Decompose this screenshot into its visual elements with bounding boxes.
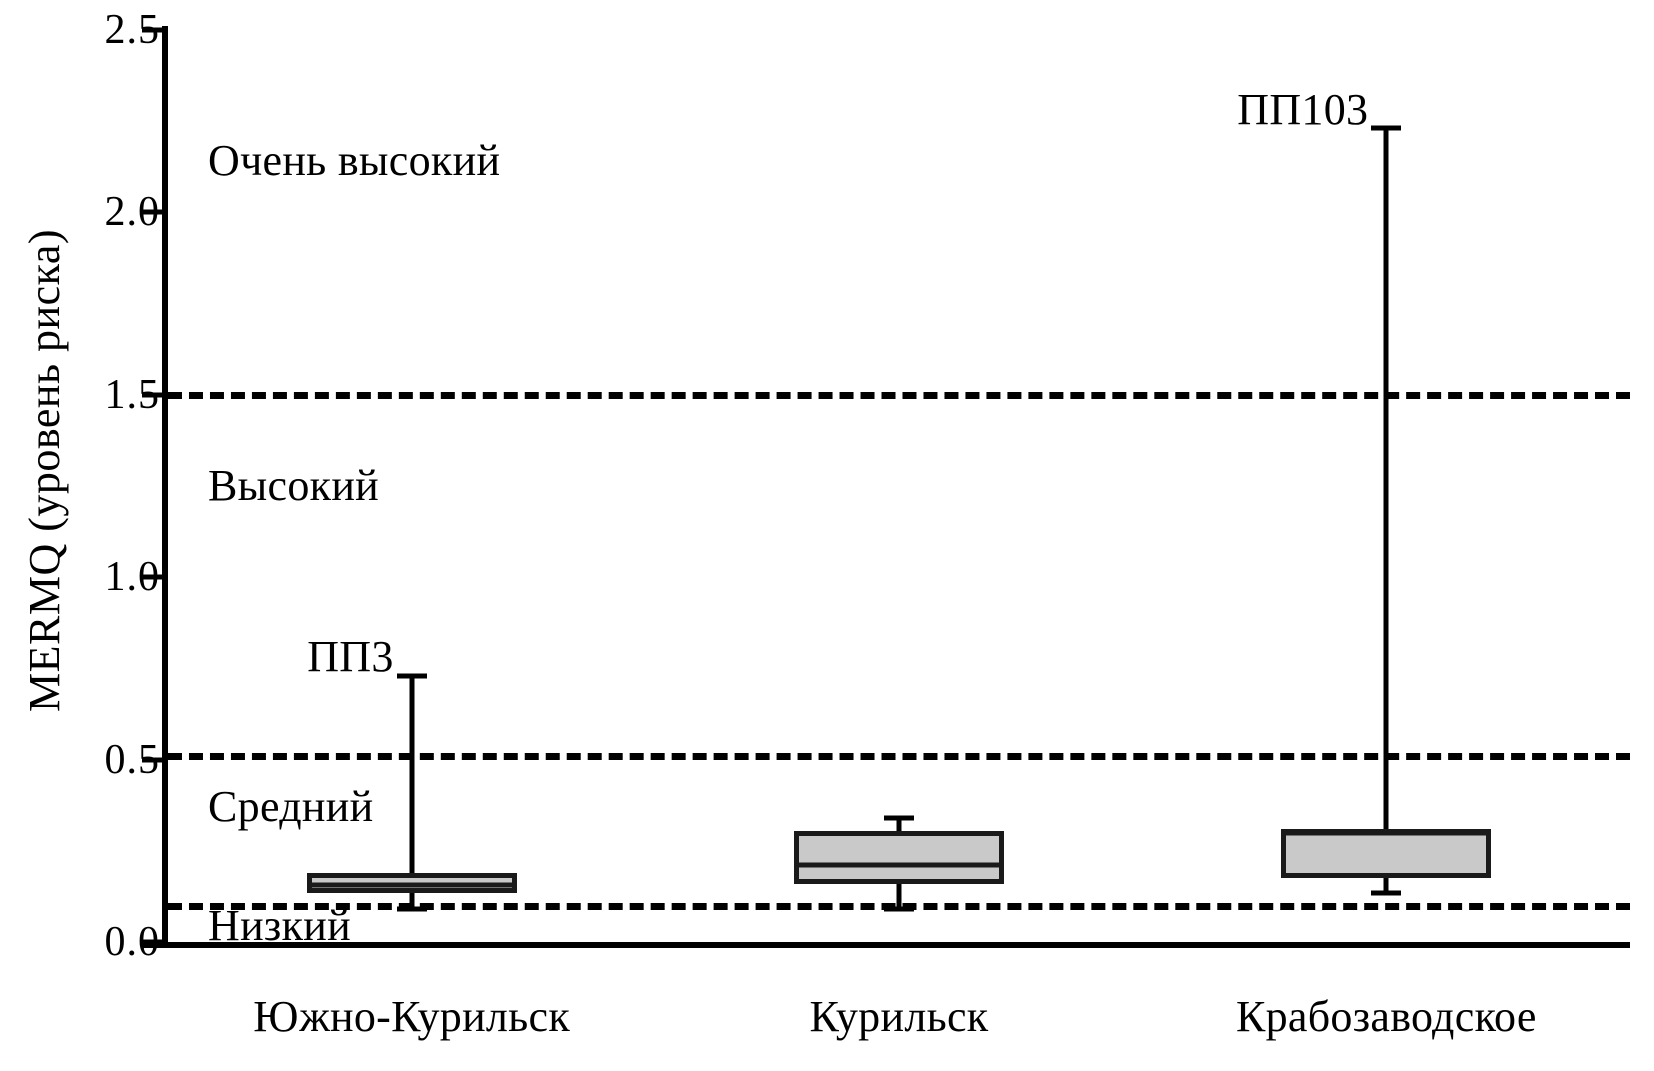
upper-whisker (1383, 128, 1389, 829)
x-category-label: Курильск (809, 992, 989, 1041)
x-category-label: Южно-Курильск (253, 992, 571, 1041)
x-category-label: Крабозаводское (1235, 992, 1537, 1041)
point-annotation: ПП103 (1237, 85, 1369, 135)
boxplot-3 (1281, 30, 1492, 942)
threshold-line (168, 752, 1630, 760)
upper-whisker-cap (884, 815, 914, 821)
box-iqr (1281, 828, 1492, 879)
risk-zone-label: Низкий (208, 900, 351, 950)
lower-whisker (896, 883, 902, 910)
median-line (794, 862, 1004, 868)
lower-whisker-cap (1371, 890, 1402, 896)
risk-zone-label: Средний (208, 782, 374, 832)
x-axis-line (142, 942, 1630, 948)
upper-whisker (409, 675, 415, 873)
box-iqr (794, 830, 1004, 884)
boxplot-1 (306, 30, 517, 942)
y-tick-mark (142, 392, 164, 398)
point-annotation: ПП3 (307, 632, 394, 682)
upper-whisker-cap (396, 673, 427, 679)
y-tick-mark (142, 574, 164, 580)
risk-zone-label: Высокий (208, 461, 380, 510)
boxplot-2 (794, 30, 1004, 942)
risk-zone-label: Очень высокий (208, 136, 501, 186)
upper-whisker (896, 817, 902, 831)
upper-whisker-cap (1371, 125, 1402, 131)
threshold-line (168, 391, 1630, 399)
y-axis-title-container: MERMQ (уровень риска) (0, 0, 90, 940)
y-axis-line (162, 26, 168, 946)
lower-whisker-cap (884, 906, 914, 912)
lower-whisker (409, 892, 415, 910)
y-tick-mark (142, 209, 164, 215)
y-tick-mark (142, 939, 164, 945)
lower-whisker (1383, 878, 1389, 893)
y-tick-mark (142, 27, 164, 33)
y-tick-mark (142, 757, 164, 763)
median-line (1281, 830, 1492, 836)
y-axis-title: MERMQ (уровень риска) (20, 228, 70, 712)
lower-whisker-cap (396, 906, 427, 912)
median-line (306, 882, 517, 888)
